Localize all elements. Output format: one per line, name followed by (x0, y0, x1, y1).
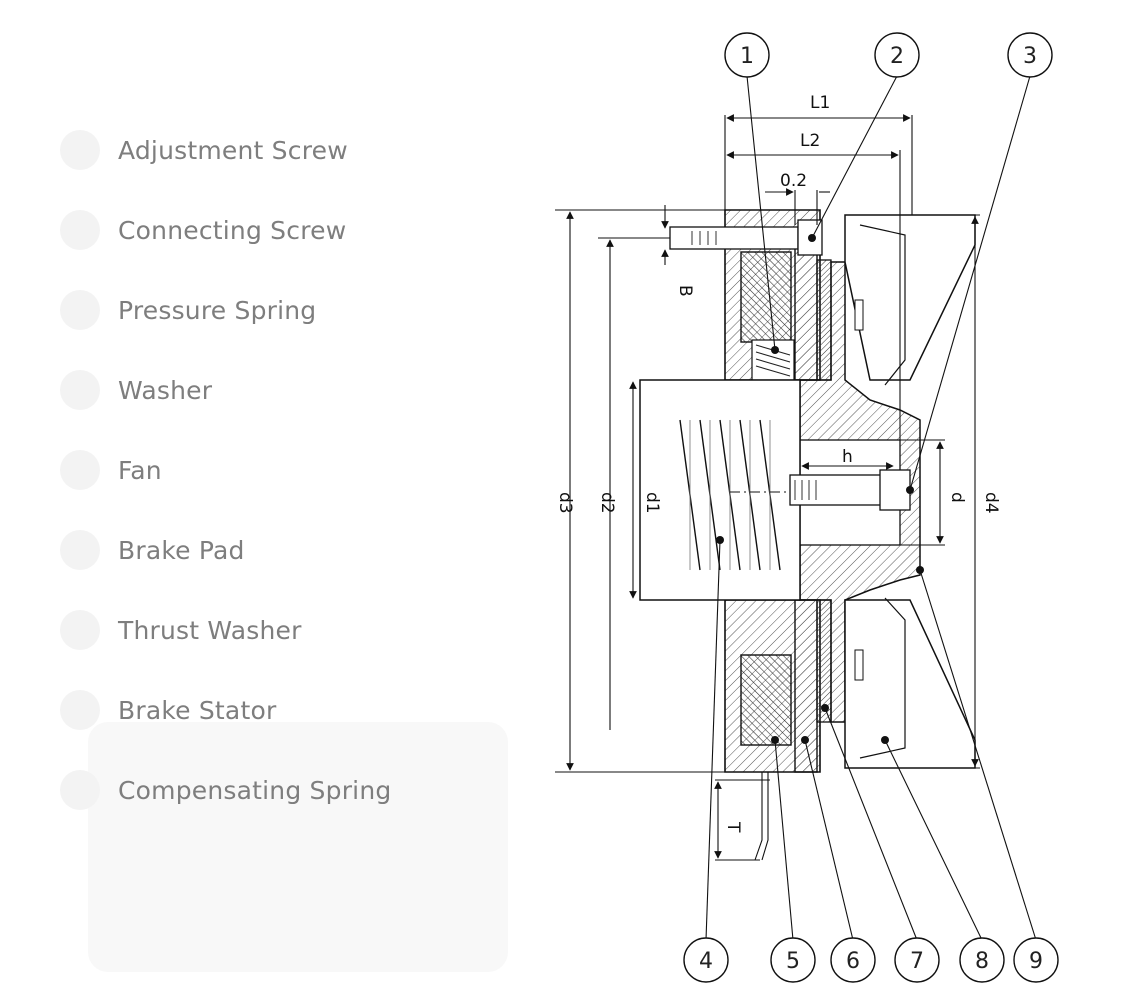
legend-item: Fan (60, 430, 520, 510)
dim-label-l2: L2 (800, 131, 820, 151)
legend-label: Fan (118, 455, 162, 485)
callout-label: 5 (786, 949, 800, 974)
dim-label-d2: d2 (597, 492, 617, 514)
legend-bullet (60, 530, 100, 570)
dimension-lines (555, 114, 980, 861)
callout-7: 7 (894, 937, 940, 983)
dim-label-t: T (723, 821, 743, 833)
dim-label-h: h (842, 447, 853, 467)
callout-label: 3 (1023, 44, 1037, 69)
callout-bubbles-top: 1 2 3 (724, 32, 1053, 78)
connecting-screw (669, 219, 823, 256)
callout-1: 1 (724, 32, 770, 78)
callout-5: 5 (770, 937, 816, 983)
legend-bullet (60, 610, 100, 650)
dim-label-d: d (947, 492, 967, 503)
legend-label: Brake Stator (118, 695, 277, 725)
legend-bullet (60, 130, 100, 170)
legend-shade (88, 722, 508, 972)
legend-label: Brake Pad (118, 535, 245, 565)
dim-label-d1: d1 (642, 492, 662, 514)
component-legend: Adjustment Screw Connecting Screw Pressu… (60, 110, 520, 830)
callout-label: 9 (1029, 949, 1043, 974)
legend-bullet (60, 450, 100, 490)
fan-blades (844, 214, 976, 769)
dim-label-b: B (675, 285, 695, 297)
dim-label-d3: d3 (555, 492, 575, 514)
legend-item: Pressure Spring (60, 270, 520, 350)
legend-item: Adjustment Screw (60, 110, 520, 190)
legend-label: Connecting Screw (118, 215, 347, 245)
legend-item: Brake Pad (60, 510, 520, 590)
legend-item: Washer (60, 350, 520, 430)
dim-label-d4: d4 (981, 492, 1001, 514)
legend-item: Compensating Spring (60, 750, 520, 830)
legend-item: Connecting Screw (60, 190, 520, 270)
callout-6: 6 (830, 937, 876, 983)
legend-label: Adjustment Screw (118, 135, 348, 165)
legend-label: Thrust Washer (118, 615, 302, 645)
brake-pad (816, 259, 832, 723)
armature-plate (794, 244, 818, 773)
legend-bullet (60, 290, 100, 330)
legend-label: Pressure Spring (118, 295, 317, 325)
callout-bubbles-bottom: 4 5 6 7 8 9 (683, 937, 1059, 983)
dim-label-gap: 0.2 (780, 171, 807, 191)
legend-bullet (60, 690, 100, 730)
legend-item: Thrust Washer (60, 590, 520, 670)
callout-9: 9 (1013, 937, 1059, 983)
legend-label: Compensating Spring (118, 775, 392, 805)
callout-4: 4 (683, 937, 729, 983)
legend-bullet (60, 770, 100, 810)
callout-label: 2 (890, 44, 904, 69)
compensating-spring (639, 379, 801, 601)
leader-dots (716, 234, 924, 744)
leader-lines (705, 75, 1037, 941)
callout-label: 4 (699, 949, 713, 974)
legend-item: Brake Stator (60, 670, 520, 750)
callout-3: 3 (1007, 32, 1053, 78)
callout-2: 2 (874, 32, 920, 78)
callout-label: 6 (846, 949, 860, 974)
legend-label: Washer (118, 375, 213, 405)
legend-bullet (60, 370, 100, 410)
dim-label-l1: L1 (810, 93, 830, 113)
dimension-labels: L1 L2 0.2 B d3 d2 d1 d4 d h T (555, 93, 1001, 833)
legend-bullet (60, 210, 100, 250)
callout-label: 8 (975, 949, 989, 974)
adjustment-screw (789, 469, 911, 511)
callout-8: 8 (959, 937, 1005, 983)
callout-label: 7 (910, 949, 924, 974)
callout-label: 1 (740, 44, 754, 69)
